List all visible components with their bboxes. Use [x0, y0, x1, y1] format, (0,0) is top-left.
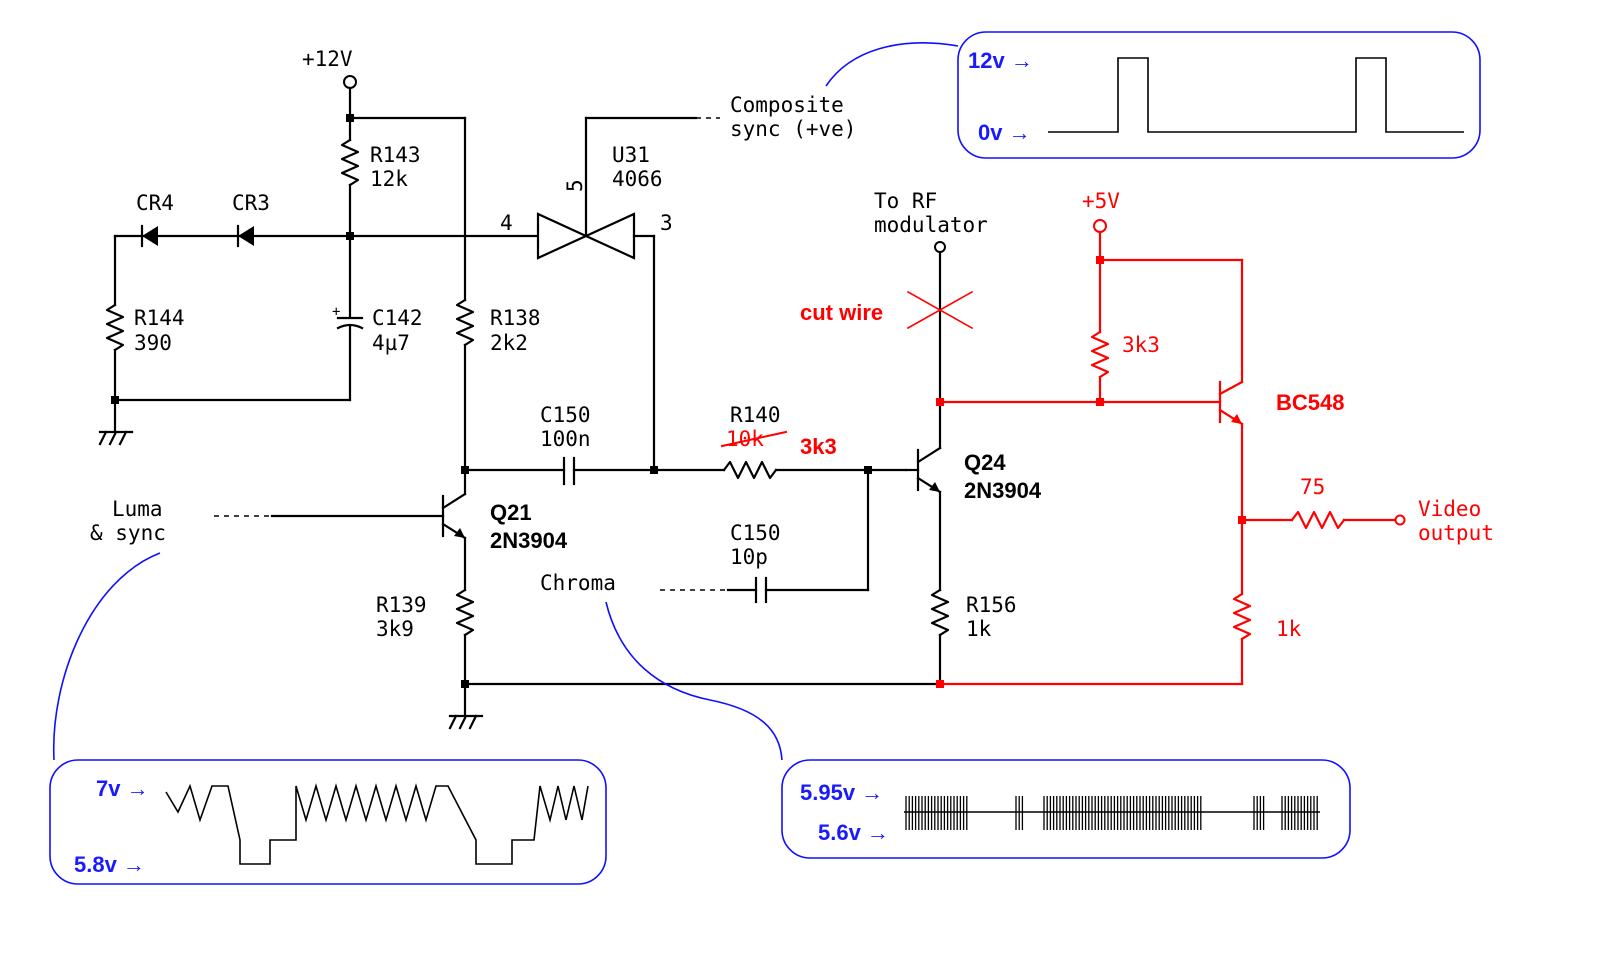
- q21-ref: Q21: [490, 500, 532, 525]
- u31-part: 4066: [612, 167, 663, 191]
- r140-ref: R140: [730, 403, 781, 427]
- supply-12v-terminal: [343, 75, 357, 89]
- rf-modulator-label-2: modulator: [874, 213, 988, 237]
- scope-annotations: [49, 31, 1481, 885]
- u31-analog-switch: [536, 116, 698, 260]
- bc548-transistor: [1218, 380, 1244, 426]
- r-1k-emitter-resistor: [1232, 592, 1252, 641]
- modification-wiring: [720, 219, 1406, 688]
- supply-5v-terminal: [1093, 219, 1107, 233]
- r-75-label: 75: [1300, 475, 1325, 499]
- chroma-label: Chroma: [540, 571, 616, 595]
- r138-ref: R138: [490, 306, 541, 330]
- composite-sync-label-2: sync (+ve): [730, 117, 856, 141]
- r140-old-value: 10k: [726, 427, 764, 451]
- r138-value: 2k2: [490, 331, 528, 355]
- r144-ref: R144: [134, 306, 185, 330]
- r-3k3-pullup-resistor: [1090, 330, 1110, 379]
- supply-5v-label: +5V: [1082, 189, 1120, 213]
- c142-ref: C142: [372, 306, 423, 330]
- chroma-waveform: [904, 796, 1320, 830]
- c142-capacitor: +: [332, 304, 364, 330]
- cut-wire-label: cut wire: [800, 300, 883, 325]
- luma-sync-label-2: & sync: [90, 521, 166, 545]
- r143-resistor: [340, 138, 360, 187]
- c150-100n-capacitor: [562, 456, 576, 486]
- r144-value: 390: [134, 331, 172, 355]
- cr3-label: CR3: [232, 191, 270, 215]
- r143-value: 12k: [370, 167, 408, 191]
- r156-resistor: [930, 588, 950, 637]
- bc548-label: BC548: [1276, 390, 1344, 415]
- r138-resistor: [455, 298, 475, 347]
- video-output-terminal: [1394, 514, 1406, 526]
- c150-100n-ref: C150: [540, 403, 591, 427]
- luma-low-label: 5.8v →: [74, 852, 145, 877]
- ground-symbol-center: [448, 714, 484, 730]
- chroma-low-label: 5.6v →: [818, 820, 889, 845]
- q24-transistor: [904, 446, 942, 494]
- luma-sync-label-1: Luma: [112, 497, 163, 521]
- c150-10p-value: 10p: [730, 545, 768, 569]
- r144-resistor: [105, 303, 125, 352]
- q24-ref: Q24: [964, 450, 1006, 475]
- video-output-label-1: Video: [1418, 497, 1481, 521]
- c150-100n-value: 100n: [540, 427, 591, 451]
- r139-resistor: [455, 588, 475, 637]
- video-output-label-2: output: [1418, 521, 1494, 545]
- svg-text:+: +: [332, 304, 340, 320]
- u31-pin-in: 4: [500, 211, 513, 235]
- sync-waveform: [1048, 57, 1464, 133]
- c142-value: 4µ7: [372, 331, 410, 355]
- r139-value: 3k9: [376, 617, 414, 641]
- sync-waveform-box: [957, 31, 1481, 159]
- r140-resistor: [722, 460, 778, 480]
- r143-ref: R143: [370, 143, 421, 167]
- r156-ref: R156: [966, 593, 1017, 617]
- cr4-label: CR4: [136, 191, 174, 215]
- diode-cr4: [140, 224, 158, 248]
- q21-transistor: [441, 468, 467, 592]
- sync-high-label: 12v →: [968, 48, 1033, 73]
- q21-part: 2N3904: [490, 528, 568, 553]
- luma-waveform-box: [49, 759, 607, 885]
- luma-waveform: [165, 783, 589, 865]
- c150-10p-ref: C150: [730, 521, 781, 545]
- r-3k3-pullup-label: 3k3: [1122, 333, 1160, 357]
- labels: +12V R143 12k CR4 CR3 R144 390 C142 4µ7 …: [74, 47, 1494, 877]
- rf-modulator-label-1: To RF: [874, 189, 937, 213]
- diode-cr3: [236, 224, 254, 248]
- ground-symbol-left: [98, 430, 134, 446]
- q24-part: 2N3904: [964, 478, 1042, 503]
- u31-ref: U31: [612, 143, 650, 167]
- u31-ctrl-pin: 5: [563, 179, 587, 192]
- rf-modulator-terminal: [934, 241, 946, 253]
- r156-value: 1k: [966, 617, 992, 641]
- r139-ref: R139: [376, 593, 427, 617]
- original-wiring: +: [98, 75, 950, 730]
- r140-new-value: 3k3: [800, 434, 837, 459]
- chroma-waveform-box: [781, 759, 1351, 859]
- r-75-series-resistor: [1290, 510, 1346, 530]
- composite-sync-label-1: Composite: [730, 93, 844, 117]
- sync-low-label: 0v →: [978, 120, 1031, 145]
- supply-12v-label: +12V: [302, 47, 353, 71]
- c150-10p-capacitor: [754, 576, 768, 604]
- chroma-high-label: 5.95v →: [800, 780, 883, 805]
- u31-pin-out: 3: [660, 211, 673, 235]
- r-1k-emitter-label: 1k: [1276, 617, 1302, 641]
- luma-high-label: 7v →: [96, 776, 149, 801]
